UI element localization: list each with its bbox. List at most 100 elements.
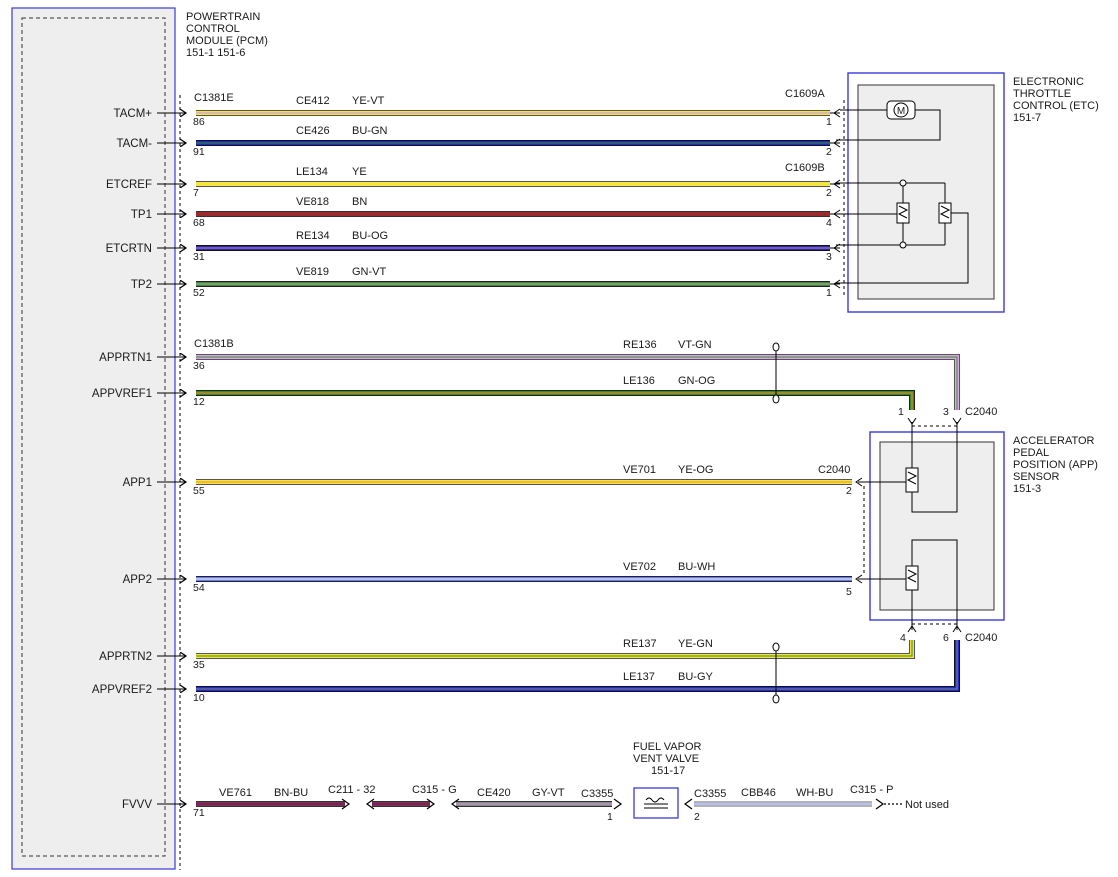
svg-text:54: 54 [193,582,205,594]
wires [196,110,960,807]
svg-text:VE819: VE819 [296,266,329,278]
fvvv-connector-arrows [341,798,902,810]
svg-text:2: 2 [846,485,852,497]
connector-c3355-left: C3355 [581,788,613,800]
svg-text:VE702: VE702 [623,561,656,573]
connector-c315g: C315 - G [412,784,457,796]
svg-text:6: 6 [943,632,949,644]
svg-text:CBB46: CBB46 [741,787,776,799]
svg-text:35: 35 [193,659,205,671]
svg-text:LE137: LE137 [623,671,655,683]
connector-c1381e: C1381E [194,92,234,104]
svg-text:68: 68 [193,217,205,229]
svg-text:POSITION (APP): POSITION (APP) [1013,459,1098,471]
connector-c315p: C315 - P [850,784,893,796]
connector-c1609b: C1609B [785,162,825,174]
pin-label-appvref1: APPVREF1 [92,388,152,400]
svg-text:RE134: RE134 [296,230,330,242]
svg-text:2: 2 [826,146,832,158]
svg-text:VT-GN: VT-GN [678,339,712,351]
svg-text:GY-VT: GY-VT [532,787,565,799]
connector-labels: C1381E C1381B C1609A C1609B C2040 C2040 … [194,88,997,811]
pin-label-appvref2: APPVREF2 [92,684,152,696]
svg-text:WH-BU: WH-BU [796,787,833,799]
pin-label-tacm-neg: TACM- [116,138,152,150]
svg-text:3: 3 [943,406,949,418]
svg-text:ACCELERATOR: ACCELERATOR [1013,435,1095,447]
svg-text:CONTROL (ETC): CONTROL (ETC) [1013,100,1099,112]
pin-label-etcref: ETCREF [106,179,152,191]
device-pin-numbers: 1 2 2 4 3 1 3 1 2 5 4 6 1 2 [607,116,949,823]
pcm-title: POWERTRAIN CONTROL MODULE (PCM) 151-1 15… [186,11,268,59]
svg-text:36: 36 [193,360,205,372]
svg-text:55: 55 [193,485,205,497]
pin-label-etcrtn: ETCRTN [106,243,152,255]
svg-text:ELECTRONIC: ELECTRONIC [1013,76,1084,88]
svg-text:7: 7 [193,187,199,199]
svg-text:RE137: RE137 [623,638,657,650]
svg-text:5: 5 [846,586,852,598]
wire-appvref2 [196,640,960,692]
svg-text:CE420: CE420 [477,787,511,799]
svg-text:3: 3 [826,251,832,263]
svg-text:BU-OG: BU-OG [352,230,388,242]
svg-text:86: 86 [193,116,205,128]
svg-text:PEDAL: PEDAL [1013,447,1049,459]
svg-text:MODULE (PCM): MODULE (PCM) [186,35,268,47]
svg-text:151-1 151-6: 151-1 151-6 [186,47,245,59]
svg-text:POWERTRAIN: POWERTRAIN [186,11,260,23]
pin-label-apprtn2: APPRTN2 [99,651,152,663]
svg-text:1: 1 [607,811,613,823]
svg-text:151-7: 151-7 [1013,112,1041,124]
svg-text:YE-GN: YE-GN [678,638,713,650]
svg-text:CONTROL: CONTROL [186,23,240,35]
etc-title: ELECTRONIC THROTTLE CONTROL (ETC) 151-7 [1013,76,1099,124]
svg-text:LE136: LE136 [623,375,655,387]
etc-component: M [836,72,1005,313]
svg-text:BU-WH: BU-WH [678,561,715,573]
connector-c1381b: C1381B [194,338,234,350]
svg-text:12: 12 [193,396,205,408]
svg-text:10: 10 [193,692,205,704]
app-sensor-component [855,417,1005,633]
svg-text:BU-GN: BU-GN [352,125,388,137]
pcm-pin-numbers: 86 91 7 68 31 52 36 12 55 54 35 10 71 [193,116,205,819]
svg-text:151-17: 151-17 [651,765,685,777]
svg-text:1: 1 [898,406,904,418]
connector-c2040-mid: C2040 [818,464,850,476]
svg-text:BU-GY: BU-GY [678,671,714,683]
fuel-vapor-valve [633,787,679,819]
svg-text:VENT VALVE: VENT VALVE [633,753,699,765]
pin-label-fvvv: FVVV [122,799,152,811]
svg-text:31: 31 [193,251,205,263]
svg-text:BN-BU: BN-BU [274,787,308,799]
connector-c211: C211 - 32 [328,784,376,796]
svg-text:1: 1 [826,287,832,299]
svg-text:GN-OG: GN-OG [678,375,715,387]
svg-text:71: 71 [193,807,205,819]
connector-c2040-bottom: C2040 [965,632,997,644]
svg-text:RE136: RE136 [623,339,657,351]
svg-text:151-3: 151-3 [1013,483,1041,495]
svg-text:2: 2 [826,187,832,199]
svg-text:LE134: LE134 [296,166,328,178]
pin-label-tacm-pos: TACM+ [114,108,153,120]
svg-text:FUEL VAPOR: FUEL VAPOR [633,741,702,753]
svg-text:VE701: VE701 [623,464,656,476]
pin-label-app1: APP1 [123,477,152,489]
svg-text:BN: BN [352,196,367,208]
svg-text:YE-OG: YE-OG [678,464,713,476]
svg-text:91: 91 [193,146,205,158]
pcm-pin-labels: TACM+ TACM- ETCREF TP1 ETCRTN TP2 APPRTN… [92,108,152,811]
svg-text:VE761: VE761 [219,787,252,799]
connector-c2040-top: C2040 [965,406,997,418]
pcm-pin-stubs [157,113,186,804]
svg-text:THROTTLE: THROTTLE [1013,88,1071,100]
pin-label-app2: APP2 [123,574,152,586]
svg-text:YE-VT: YE-VT [352,95,385,107]
svg-text:SENSOR: SENSOR [1013,471,1060,483]
device-pin-arrows [830,108,841,289]
svg-text:VE818: VE818 [296,196,329,208]
